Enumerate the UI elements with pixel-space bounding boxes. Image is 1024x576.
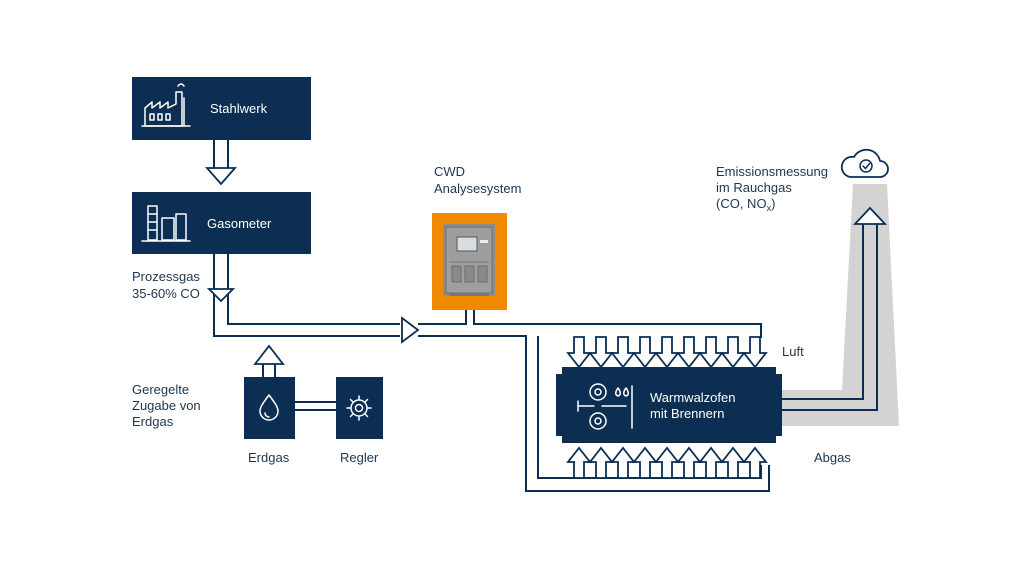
- luft-label: Luft: [782, 344, 804, 359]
- air-inlet-arrows-bottom: [566, 446, 768, 479]
- gear-icon: [346, 395, 372, 421]
- zugabe-label: Zugabe von: [132, 398, 201, 413]
- air-inlet-arrows: [566, 336, 768, 369]
- regler-box: [336, 377, 383, 439]
- arrow-up: [253, 344, 285, 365]
- erdgas-label: Erdgas: [248, 450, 290, 465]
- prozessgas-label: Prozessgas: [132, 269, 200, 284]
- arrow-down: [206, 288, 236, 303]
- pipes: [213, 140, 878, 492]
- flow-arrows: [205, 167, 888, 365]
- cwd-label: CWD: [434, 164, 465, 179]
- stahlwerk-box: Stahlwerk: [132, 77, 311, 140]
- arrow-down: [205, 167, 237, 186]
- co-nox-label: (CO, NOx): [716, 196, 775, 213]
- chimney: [776, 184, 899, 426]
- geregelte-label: Geregelte: [132, 382, 189, 397]
- gasometer-box: Gasometer: [132, 192, 311, 254]
- rauchgas-label: im Rauchgas: [716, 180, 792, 195]
- drop-icon: [259, 394, 279, 421]
- arrow-up: [852, 206, 888, 225]
- regler-label: Regler: [340, 450, 379, 465]
- warmwalzofen-box: Warmwalzofen mit Brennern: [556, 367, 782, 443]
- cwd-analyzer-device: [432, 213, 507, 310]
- brennern-label: mit Brennern: [650, 406, 724, 421]
- erdgas-box: [244, 377, 295, 439]
- emission-label: Emissionsmessung: [716, 164, 828, 179]
- cloud-check-icon: [840, 148, 889, 178]
- rolling-mill-icon: [577, 383, 633, 430]
- arrow-right: [401, 316, 420, 344]
- prozessgas-co-label: 35-60% CO: [132, 286, 200, 301]
- analysesystem-label: Analysesystem: [434, 181, 521, 196]
- factory-icon: [141, 83, 191, 127]
- ofen-label: Warmwalzofen: [650, 390, 735, 405]
- erdgas-text-label: Erdgas: [132, 414, 174, 429]
- gasometer-label: Gasometer: [207, 216, 272, 231]
- gas-tank-icon: [141, 205, 191, 242]
- abgas-label: Abgas: [814, 450, 851, 465]
- stahlwerk-label: Stahlwerk: [210, 101, 268, 116]
